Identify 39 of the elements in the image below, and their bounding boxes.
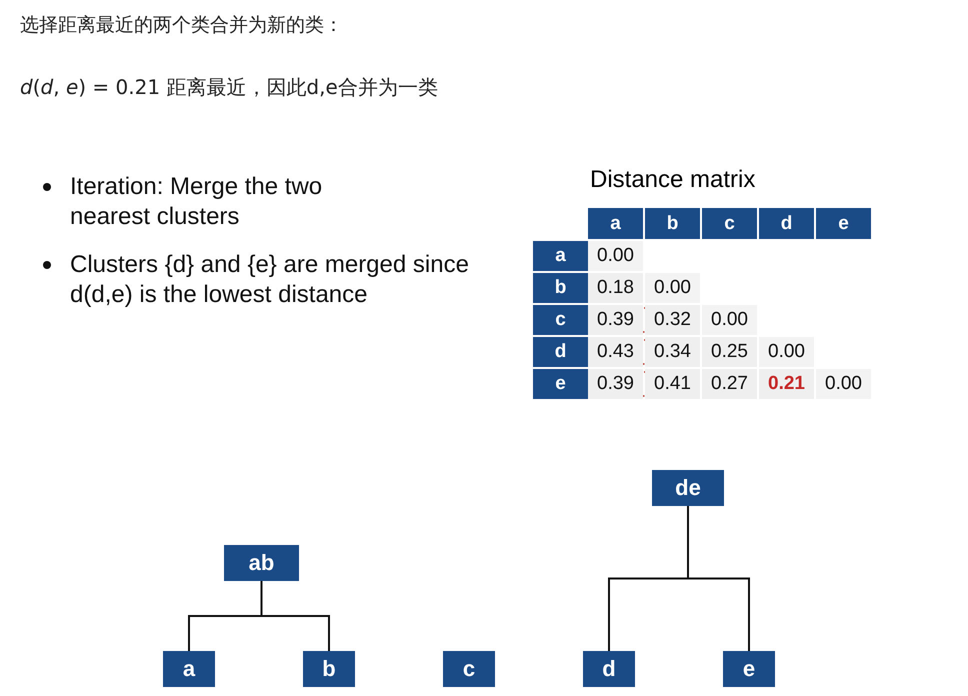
matrix-cell: 0.18 <box>588 273 643 303</box>
cluster-box: d <box>583 651 635 687</box>
matrix-cell: 0.00 <box>645 273 700 303</box>
matrix-cell: 0.00 <box>588 241 643 271</box>
matrix-cell: 0.21 <box>759 369 814 399</box>
matrix-cell: 0.00 <box>702 305 757 335</box>
row-header: d <box>533 337 588 367</box>
matrix-cell: 0.43 <box>588 337 643 367</box>
row-header: a <box>533 241 588 271</box>
cluster-box: e <box>723 651 775 687</box>
cluster-box: c <box>443 651 495 687</box>
instruction-text: 选择距离最近的两个类合并为新的类： <box>20 13 343 38</box>
matrix-cell: 0.27 <box>702 369 757 399</box>
matrix-cell: 0.00 <box>759 337 814 367</box>
cluster-box: ab <box>224 545 299 581</box>
matrix-cell: 0.39 <box>588 369 643 399</box>
column-header: c <box>702 208 757 239</box>
column-header: e <box>816 208 871 239</box>
column-header: a <box>588 208 643 239</box>
cluster-box: a <box>163 651 215 687</box>
column-header: b <box>645 208 700 239</box>
tree-connector <box>260 581 330 651</box>
matrix-cell: 0.00 <box>816 369 871 399</box>
matrix-cell: 0.39 <box>588 305 643 335</box>
matrix-cell: 0.32 <box>645 305 700 335</box>
matrix-cell: 0.34 <box>645 337 700 367</box>
row-header: b <box>533 273 588 303</box>
chart-title: Distance matrix <box>590 166 756 194</box>
matrix-cell: 0.25 <box>702 337 757 367</box>
column-header: d <box>759 208 814 239</box>
row-header: e <box>533 369 588 399</box>
formula-text: d(d, e) = 0.21 距离最近，因此d,e合并为一类 <box>20 74 438 101</box>
cluster-box: b <box>303 651 355 687</box>
row-header: c <box>533 305 588 335</box>
matrix-cell: 0.41 <box>645 369 700 399</box>
bullet-text: Iteration: Merge the two nearest clusters <box>70 172 324 232</box>
bullet-text: Clusters {d} and {e} are merged since d(d,e) is the lowest distance <box>70 250 470 310</box>
cluster-box: de <box>652 470 724 506</box>
tree-connector <box>687 506 750 651</box>
